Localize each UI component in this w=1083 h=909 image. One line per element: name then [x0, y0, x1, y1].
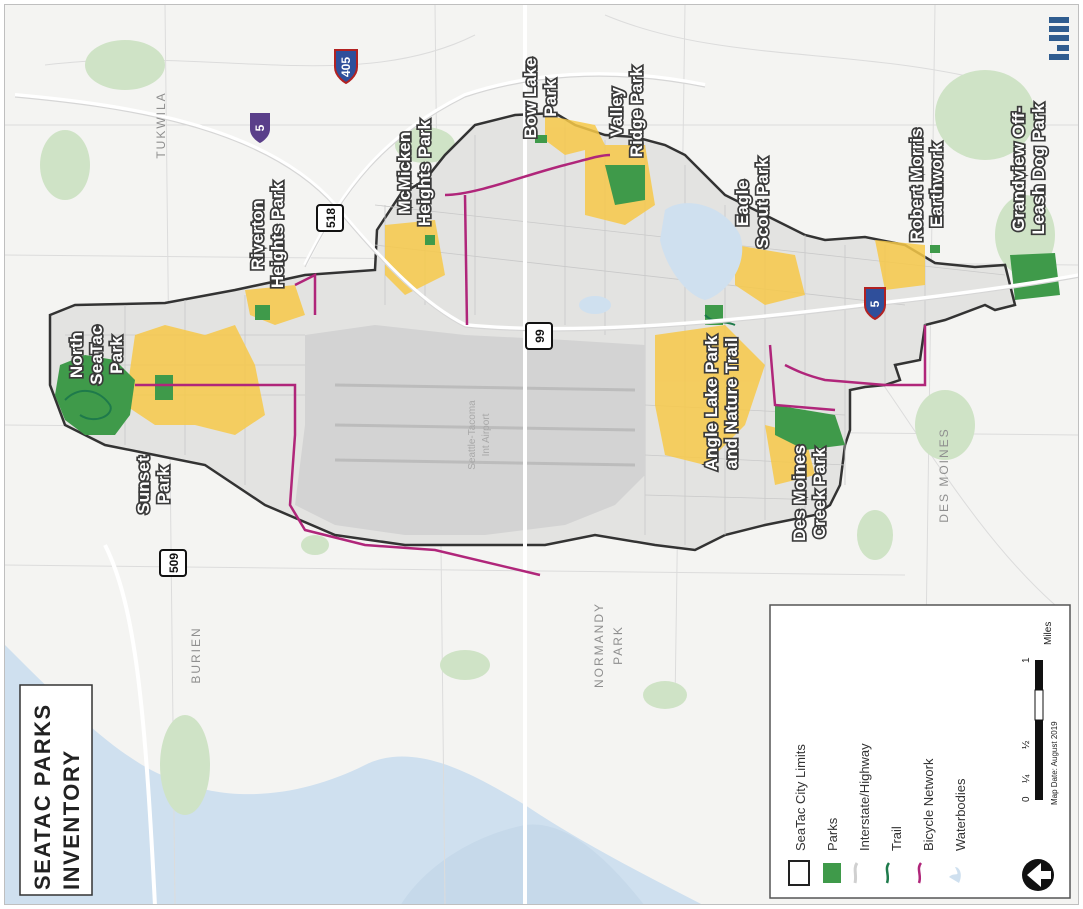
label-sunset-2: Park	[154, 466, 173, 504]
legend-swatch-trail	[885, 862, 891, 884]
label-grandview-2: Leash Dog Park	[1029, 103, 1048, 235]
highways	[14, 5, 1078, 904]
bow-lake-water	[579, 296, 611, 314]
sr99-label: 99	[533, 329, 547, 343]
legend-label-interstate: Interstate/Highway	[857, 743, 872, 851]
legend-swatch-bicycle	[917, 862, 923, 884]
legend-label-waterbodies: Waterbodies	[953, 778, 968, 851]
legend-swatch-waterbodies	[949, 867, 961, 883]
label-north-seatac-3: Park	[107, 336, 126, 374]
sr99-shield: 99	[525, 322, 553, 350]
sr509-label: 509	[167, 553, 181, 573]
map-date: Map Date: August 2019	[1050, 721, 1059, 805]
airport-area	[295, 325, 645, 535]
label-des-moines-creek-2: Creek Park	[810, 447, 829, 538]
label-riverton-2: Heights Park	[268, 181, 287, 288]
i5-south-shield: 5	[864, 287, 886, 321]
highway-casing	[14, 75, 1078, 332]
map-canvas: Seattle-Tacoma Int Airport	[5, 5, 1078, 904]
label-valley-ridge-2: Ridge Park	[627, 66, 646, 157]
park-grandview	[1010, 253, 1060, 300]
bay-water	[401, 824, 644, 904]
berk-logo-icon	[1049, 17, 1069, 60]
label-riverton-1: Riverton	[248, 200, 267, 271]
parks	[55, 135, 1060, 450]
label-north-seatac-1: North	[67, 332, 86, 378]
scale-bar: 0 ¼ ½ 1 Miles Map Date: August 2019	[1020, 622, 1059, 805]
label-mcmicken-1: McMicken	[395, 132, 414, 215]
label-north-seatac-2: SeaTac	[87, 325, 106, 384]
label-angle-lake-1: Angle Lake Park	[702, 335, 721, 471]
sr518-shield: 518	[316, 204, 344, 232]
park-mcmicken	[425, 235, 435, 245]
label-eagle-scout-2: Scout Park	[753, 157, 772, 248]
scale-unit: Miles	[1043, 622, 1054, 645]
park-north-seatac	[155, 375, 173, 400]
park-riverton-heights	[255, 305, 270, 320]
legend-label-trail: Trail	[889, 826, 904, 851]
runways	[334, 383, 636, 467]
legend-label-city-limits: SeaTac City Limits	[793, 744, 808, 851]
park-bow-lake	[535, 135, 547, 143]
trail-sunset	[64, 390, 112, 421]
label-eagle-scout-1: Eagle	[733, 180, 752, 226]
i405-shield: 405	[334, 49, 358, 85]
city-label-des-moines: DES MOINES	[937, 427, 951, 522]
label-valley-ridge-1: Valley	[607, 87, 626, 137]
park-sunset-north-seatac	[55, 355, 135, 435]
label-mcmicken-2: Heights Park	[415, 119, 434, 226]
legend-swatch-city-limits	[788, 860, 810, 886]
label-robert-morris-1: Robert Morris	[907, 128, 926, 242]
city-label-normandy-1: NORMANDY	[592, 602, 606, 688]
legend-swatch-parks	[823, 863, 841, 883]
north-arrow-icon	[1022, 859, 1054, 891]
i5-south-label: 5	[868, 300, 882, 307]
scale-tick-1: 1	[1021, 657, 1032, 663]
label-bow-lake-2: Park	[541, 79, 560, 117]
airport-label-1: Seattle-Tacoma	[467, 400, 478, 470]
legend-box: SeaTac City Limits Parks Interstate/High…	[769, 604, 1071, 899]
label-robert-morris-2: Earthwork	[927, 142, 946, 227]
bicycle-network	[135, 153, 927, 577]
i5-north-label: 5	[253, 124, 267, 131]
park-valley-ridge	[605, 165, 645, 205]
label-grandview-1: Grandview Off-	[1009, 107, 1028, 232]
scale-tick-half: ½	[1021, 740, 1032, 749]
legend-label-parks: Parks	[825, 817, 840, 851]
legend-label-bicycle: Bicycle Network	[921, 758, 936, 851]
title-line-1: SEATAC PARKS	[30, 703, 55, 890]
city-label-tukwila: TUKWILA	[154, 91, 168, 158]
label-bow-lake-1: Bow Lake	[521, 58, 540, 139]
title-box: SEATAC PARKS INVENTORY	[19, 684, 93, 896]
scale-tick-quarter: ¼	[1020, 774, 1032, 783]
park-des-moines-creek	[775, 405, 845, 450]
label-sunset-1: Sunset	[134, 456, 153, 514]
i405-label: 405	[339, 57, 353, 77]
label-des-moines-creek-1: Des Moines	[790, 445, 809, 541]
i5-north-shield: 5	[250, 113, 270, 143]
sr509-shield: 509	[159, 549, 187, 577]
city-label-normandy-2: PARK	[611, 625, 625, 665]
sr518-label: 518	[324, 208, 338, 228]
city-label-burien: BURIEN	[189, 626, 203, 683]
scale-tick-0: 0	[1021, 796, 1032, 802]
angle-lake-water	[660, 203, 743, 300]
map-frame: Seattle-Tacoma Int Airport	[4, 4, 1079, 905]
legend-swatch-interstate	[853, 862, 859, 884]
park-robert-morris	[930, 245, 940, 253]
airport-label-2: Int Airport	[481, 413, 492, 456]
label-angle-lake-2: and Nature Trail	[722, 337, 741, 469]
title-line-2: INVENTORY	[59, 749, 84, 890]
